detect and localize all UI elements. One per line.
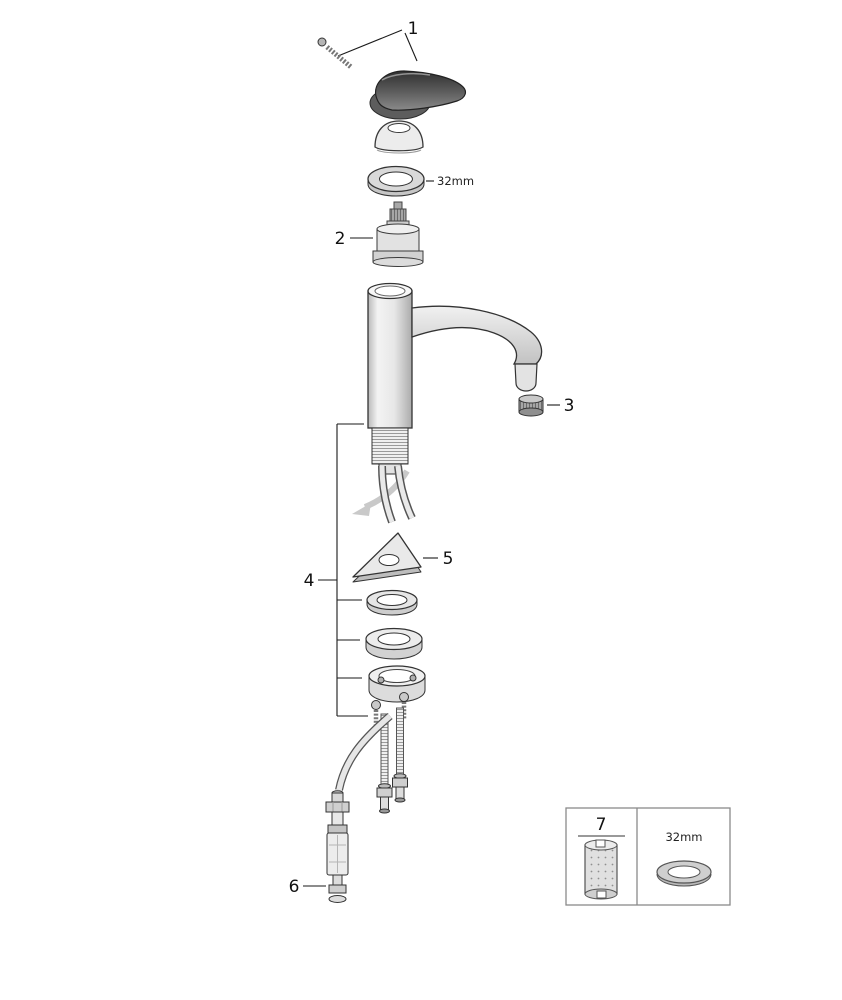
washer-flat: [366, 589, 418, 616]
callout-7: 7: [596, 815, 607, 835]
box-ring-nut: [656, 860, 712, 887]
internal-hoses: [378, 465, 416, 524]
box-ring-size-label: 32mm: [665, 830, 702, 844]
callout-2: 2: [335, 229, 346, 249]
part-6-check-valve: 6: [289, 790, 350, 903]
callout-1-leader-line: [337, 29, 403, 57]
callout-1-leader-line-2: [404, 32, 418, 62]
spout: [411, 305, 543, 365]
part-4-bracket: 4: [304, 423, 368, 717]
accessory-box: 7 32mm: [565, 807, 731, 906]
callout-5: 5: [443, 549, 454, 569]
callout-6: 6: [289, 877, 300, 897]
ring-nut-size-label: 32mm: [437, 174, 474, 188]
callout-3: 3: [564, 396, 575, 416]
mounting-shank: [371, 427, 409, 475]
ring-nut-32mm: 32mm: [367, 165, 474, 197]
supply-hose-tails: [335, 707, 408, 814]
hose-fitting-left: [376, 783, 393, 814]
washer-wedge: [365, 627, 423, 660]
rotation-arrow: [352, 469, 410, 516]
callout-1: 1: [408, 19, 419, 39]
callout-4: 4: [304, 571, 315, 591]
handle-dome-cap: [374, 120, 424, 154]
handle-lever: [369, 70, 467, 120]
part-3-mousseur: 3: [518, 394, 575, 417]
part-2-cartridge: 2: [335, 201, 424, 267]
mounting-tool: [584, 839, 618, 900]
mounting-ring: [368, 665, 426, 703]
faucet-body: [367, 282, 543, 429]
part-5-wedge: 5: [352, 532, 454, 583]
spout-outlet: [514, 363, 538, 392]
part-1-handle-assembly: 1: [317, 19, 467, 154]
hose-fitting-right: [392, 773, 408, 803]
handle-screw: [317, 37, 353, 69]
